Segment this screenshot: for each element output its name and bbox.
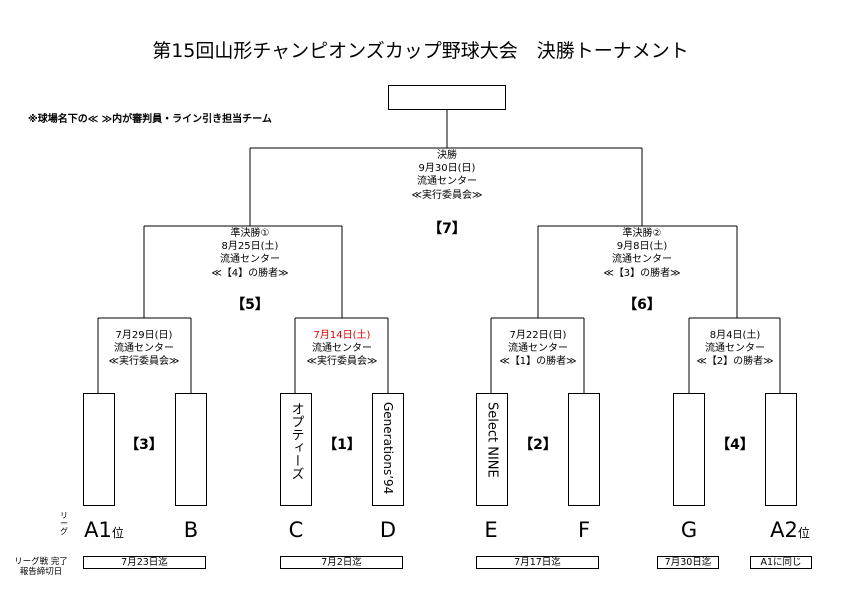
league-label: リーグ — [60, 511, 68, 536]
qf2-info: 7月14日(土) 流通センター ≪実行委員会≫ — [262, 329, 422, 369]
semi1-date: 8月25日(土) — [221, 241, 279, 253]
qf3-date: 7月22日(日) — [509, 330, 567, 341]
slot-a2: A2位 — [770, 518, 810, 542]
final-round: 決勝 — [437, 150, 457, 161]
team-box-a2 — [765, 393, 797, 506]
team-box-d: Generations’94 — [372, 393, 404, 506]
final-umpire: ≪実行委員会≫ — [411, 189, 483, 201]
deadline-ab: 7月23日迄 — [83, 556, 206, 569]
game-number-5: 【5】 — [231, 297, 269, 313]
semi1-info: 準決勝① 8月25日(土) 流通センター ≪【4】の勝者≫ — [170, 227, 330, 280]
final-venue: 流通センター — [417, 176, 477, 188]
deadline-a2: A1に同じ — [750, 556, 812, 569]
slot-b: B — [183, 518, 199, 542]
qf4-umpire: ≪【2】の勝者≫ — [696, 356, 774, 368]
slot-a1-rank: 位 — [111, 526, 124, 540]
team-name-e: Select NINE — [484, 402, 500, 478]
team-box-c: オプティーズ — [280, 393, 312, 506]
team-name-c: オプティーズ — [288, 402, 304, 480]
qf1-info: 7月29日(日) 流通センター ≪実行委員会≫ — [64, 329, 224, 369]
qf3-venue: 流通センター — [508, 343, 568, 355]
team-box-b — [175, 393, 207, 506]
qf1-date: 7月29日(日) — [115, 330, 173, 341]
slot-e: E — [484, 518, 498, 542]
qf1-umpire: ≪実行委員会≫ — [108, 356, 180, 368]
slot-f: F — [577, 518, 591, 542]
qf3-info: 7月22日(日) 流通センター ≪【1】の勝者≫ — [458, 329, 618, 369]
final-info: 決勝 9月30日(日) 流通センター ≪実行委員会≫ — [367, 149, 527, 202]
qf4-date: 8月4日(土) — [709, 330, 761, 341]
qf4-venue: 流通センター — [705, 343, 765, 355]
slot-c: C — [288, 518, 304, 542]
semi1-round: 準決勝① — [230, 228, 270, 239]
deadline-cd: 7月2日迄 — [280, 556, 403, 569]
semi1-umpire: ≪【4】の勝者≫ — [211, 267, 289, 279]
final-date: 9月30日(日) — [418, 163, 476, 175]
qf4-info: 8月4日(土) 流通センター ≪【2】の勝者≫ — [655, 329, 815, 369]
team-name-d: Generations’94 — [381, 402, 395, 495]
team-box-f — [568, 393, 600, 506]
game-number-7: 【7】 — [428, 221, 466, 237]
game-number-6: 【6】 — [623, 297, 661, 313]
slot-a1: A1位 — [84, 518, 124, 542]
deadline-label: リーグ戦 完了 報告締切日 — [6, 557, 76, 577]
slot-a1-label: A1 — [84, 518, 112, 542]
slot-a2-label: A2 — [770, 518, 798, 542]
slot-d: D — [379, 518, 397, 542]
qf1-venue: 流通センター — [114, 343, 174, 355]
game-number-2: 【2】 — [519, 437, 557, 453]
deadline-label-line1: リーグ戦 完了 — [14, 557, 68, 567]
team-box-a1 — [83, 393, 115, 506]
game-number-4: 【4】 — [716, 437, 754, 453]
semi1-venue: 流通センター — [220, 254, 280, 266]
page-title: 第15回山形チャンピオンズカップ野球大会 決勝トーナメント — [152, 40, 689, 62]
qf2-umpire: ≪実行委員会≫ — [306, 356, 378, 368]
game-number-3: 【3】 — [125, 437, 163, 453]
qf2-venue: 流通センター — [312, 343, 372, 355]
semi2-info: 準決勝② 9月8日(土) 流通センター ≪【3】の勝者≫ — [562, 227, 722, 280]
deadline-ef: 7月17日迄 — [476, 556, 599, 569]
champion-box — [388, 85, 506, 110]
game-number-1: 【1】 — [323, 437, 361, 453]
qf2-date: 7月14日(土) — [313, 330, 371, 341]
qf3-umpire: ≪【1】の勝者≫ — [499, 356, 577, 368]
semi2-date: 9月8日(土) — [616, 241, 668, 253]
semi2-venue: 流通センター — [612, 254, 672, 266]
semi2-round: 準決勝② — [622, 228, 662, 239]
deadline-g: 7月30日迄 — [657, 556, 719, 569]
slot-g: G — [680, 518, 698, 542]
team-box-g — [673, 393, 705, 506]
semi2-umpire: ≪【3】の勝者≫ — [603, 267, 681, 279]
umpire-note: ※球場名下の≪ ≫内が審判員・ライン引き担当チーム — [28, 114, 272, 125]
slot-a2-rank: 位 — [797, 526, 810, 540]
deadline-label-line2: 報告締切日 — [19, 567, 63, 577]
team-box-e: Select NINE — [476, 393, 508, 506]
